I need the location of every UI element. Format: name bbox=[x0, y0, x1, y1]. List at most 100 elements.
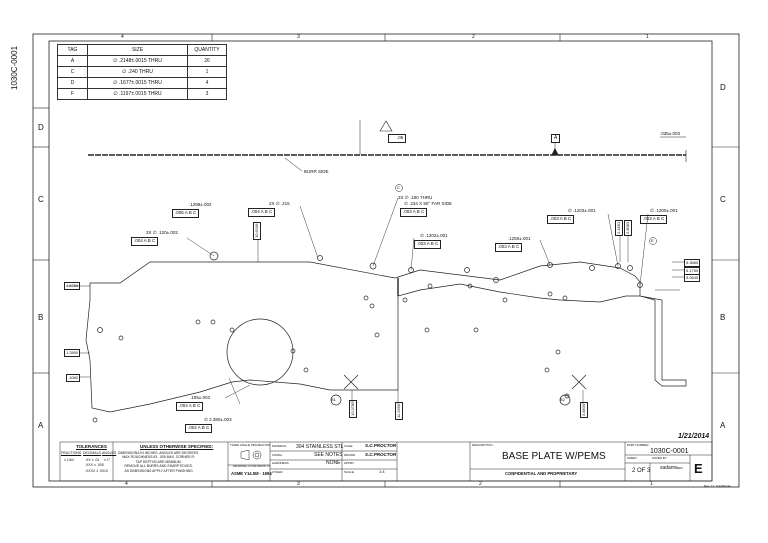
projection-label: THIRD ANGLE PROJECTION bbox=[230, 443, 271, 447]
saved-by-label: SAVED BY bbox=[652, 456, 667, 460]
part-number-label: PART NUMBER bbox=[627, 443, 649, 447]
zone-top-3: 3 bbox=[297, 34, 300, 40]
scale-label: SCALE bbox=[344, 470, 354, 474]
approved-label: APPRV bbox=[344, 461, 355, 465]
dim-1200: ∅ .1200±.001 bbox=[650, 208, 678, 213]
balloon-b2: B2 bbox=[560, 397, 565, 402]
zone-left-d: D bbox=[38, 123, 44, 132]
basic-dim-l2: 1.2800 bbox=[64, 349, 81, 357]
title-block-grid bbox=[59, 441, 713, 482]
sheet-label: SHEET bbox=[627, 456, 638, 460]
material-value: 304 STAINLESS STL bbox=[296, 444, 344, 450]
table-row: F ∅ .1197±.0015 THRU 3 bbox=[57, 88, 227, 100]
zone-left-c: C bbox=[38, 195, 44, 204]
fcf-1203: .003 A B C bbox=[547, 215, 575, 224]
zone-right-c: C bbox=[720, 195, 726, 204]
fcf-c: .003 A B C bbox=[400, 208, 428, 217]
tol-col-fractions: FRACTIONS bbox=[61, 451, 82, 455]
dim-1203: ∅ .1203±.001 bbox=[568, 208, 596, 213]
hole-size: ∅ .1197±.0015 THRU bbox=[87, 88, 188, 100]
plan-view bbox=[85, 251, 687, 423]
confidential-note: CONFIDENTIAL AND PROPRIETARY bbox=[505, 471, 578, 476]
rev-label: REV bbox=[677, 466, 684, 470]
tol-val-fractions: ± 1/64 bbox=[64, 458, 74, 462]
fcf-215: .004 A B C bbox=[248, 208, 276, 217]
scale-value: 1:4 bbox=[379, 469, 385, 474]
hole-callout-c-line2: ∅ .234 X 90° FAR SIDE bbox=[404, 201, 452, 206]
basic-dim-v3: 2.8083 bbox=[624, 219, 632, 236]
tol-col-decimals: DECIMALS bbox=[83, 451, 101, 455]
tol-col-angles: ANGLES bbox=[102, 451, 117, 455]
dim-2x-215: 2X ∅ .215 bbox=[269, 201, 290, 206]
balloon-c: C bbox=[397, 185, 400, 190]
tolerances-title: TOLERANCES bbox=[76, 444, 107, 449]
hole-callout-c-line1: 3X ∅ .180 THRU bbox=[398, 195, 433, 200]
dim-1299: .1299±.002 bbox=[189, 202, 212, 207]
flatness-callout: .05 bbox=[388, 134, 407, 143]
finish-value: SEE NOTES bbox=[314, 452, 343, 458]
hole-qty: 26 bbox=[187, 55, 227, 67]
description-label: DESCRIPTION bbox=[472, 443, 493, 447]
standard-value: ASME Y14.5M - 1994 bbox=[231, 471, 272, 476]
hole-table-header-size: SIZE bbox=[87, 44, 188, 56]
part-number-value: 1030C-0001 bbox=[650, 448, 689, 455]
fcf-1250: .003 A B C bbox=[495, 243, 523, 252]
zone-left-a: A bbox=[38, 421, 44, 430]
balloon-b1: B1 bbox=[331, 397, 336, 402]
notes-title: UNLESS OTHERWISE SPECIFIED: bbox=[140, 444, 214, 449]
description-value: BASE PLATE W/PEMS bbox=[502, 451, 606, 462]
hole-tag: A bbox=[57, 55, 88, 67]
hole-tag: C bbox=[57, 66, 88, 78]
hardness-label: HARDNESS bbox=[272, 461, 289, 465]
fcf-2380: .004 A B C bbox=[185, 424, 213, 433]
table-row: A ∅ .2148±.0015 THRU 26 bbox=[57, 55, 227, 67]
vertical-part-number: 1030C-0001 bbox=[10, 45, 19, 90]
fcf-120: .004 A B C bbox=[131, 237, 159, 246]
software-footer: Rev. 12. SolidWorks bbox=[704, 484, 731, 488]
hole-qty: 3 bbox=[187, 88, 227, 100]
hole-qty: 4 bbox=[187, 77, 227, 89]
dim-1202: ∅ .1202±.001 bbox=[420, 233, 448, 238]
hole-size: ∅ .2148±.0015 THRU bbox=[87, 55, 188, 67]
dim-2380: ∅ 2.380±.003 bbox=[204, 417, 232, 422]
basic-dim-v1: 10.6106 bbox=[253, 221, 261, 240]
drawn-value: S.C.PROCTOR bbox=[365, 452, 397, 457]
hole-table-header-tag: TAG bbox=[57, 44, 88, 56]
table-row: D ∅ .1677±.0015 THRU 4 bbox=[57, 77, 227, 89]
fcf-1202: .003 A B C bbox=[414, 240, 442, 249]
thickness-dim: .035±.003 bbox=[660, 131, 680, 136]
dim-3x-120: 3X ∅ .120±.002 bbox=[146, 230, 178, 235]
projection-icon bbox=[240, 450, 262, 460]
hardness-value: NONE bbox=[326, 460, 341, 466]
fcf-1299: .005 A B C bbox=[172, 209, 200, 218]
zone-right-d: D bbox=[720, 83, 726, 92]
notes-body: DIMENSIONS IN INCHES. ANGLES ARE DEGREES… bbox=[118, 451, 200, 473]
zone-right-a: A bbox=[720, 421, 726, 430]
zone-bottom-2: 2 bbox=[479, 481, 482, 487]
zone-bottom-1: 1 bbox=[650, 481, 653, 487]
zone-top-2: 2 bbox=[472, 34, 475, 40]
material-label: MATERIAL bbox=[272, 444, 287, 448]
hole-tag: F bbox=[57, 88, 88, 100]
drawing-date: 1/21/2014 bbox=[678, 433, 710, 440]
table-row: C ∅ .240 THRU 1 bbox=[57, 66, 227, 78]
fcf-1200: .003 A B C bbox=[640, 215, 668, 224]
hole-table: TAG SIZE QUANTITY A ∅ .2148±.0015 THRU 2… bbox=[57, 44, 227, 100]
tol-val-decimals: .XX ± .01 .XXX ± .005 .XXXX ± .0010 bbox=[85, 458, 108, 473]
zone-top-1: 1 bbox=[646, 34, 649, 40]
drawn-label: DRAWN bbox=[344, 453, 356, 457]
cage-value: S.C.PROCTOR bbox=[365, 443, 397, 448]
basic-dim-b1: 10.3785 bbox=[349, 399, 357, 418]
hole-qty: 1 bbox=[187, 66, 227, 78]
dim-1250: .1250±.001 bbox=[508, 236, 531, 241]
burr-side-note: BURR SIDE bbox=[304, 169, 329, 174]
zone-right-b: B bbox=[720, 313, 726, 322]
side-view bbox=[88, 120, 687, 172]
fcf-105: .004 A B C bbox=[176, 402, 204, 411]
zone-left-b: B bbox=[38, 313, 44, 322]
balloon-e: E bbox=[651, 238, 654, 243]
leader-lines bbox=[68, 197, 684, 405]
saved-by-value: sadams bbox=[660, 465, 678, 471]
zone-bottom-4: 4 bbox=[125, 481, 128, 487]
